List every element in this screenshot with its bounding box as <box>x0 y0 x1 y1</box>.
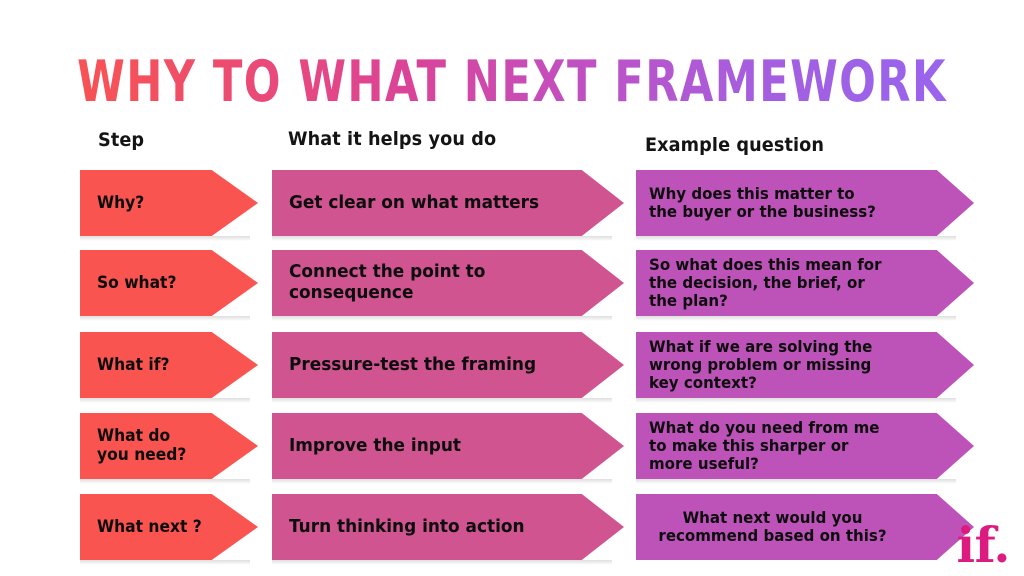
step-chevron-1[interactable]: Why? <box>80 170 258 236</box>
row-shadow <box>272 236 612 241</box>
step-chevron-5[interactable]: What next ? <box>80 494 258 560</box>
example-line-2: the buyer or the business? <box>649 202 876 221</box>
example-line-1: What next would you <box>682 507 863 527</box>
column-header-step: Step <box>98 129 145 151</box>
helps-chevron-5[interactable]: Turn thinking into action <box>272 494 624 560</box>
step-chevron-3[interactable]: What if? <box>80 332 258 398</box>
example-line-1: What if we are solving the <box>649 336 873 356</box>
step-label: What if? <box>97 354 170 374</box>
example-chevron-5[interactable]: What next would you recommend based on t… <box>636 494 974 560</box>
row-shadow <box>272 316 612 321</box>
column-header-example: Example question <box>645 134 825 156</box>
step-chevron-2[interactable]: So what? <box>80 250 258 316</box>
example-line-2: recommend based on this? <box>658 526 887 545</box>
step-label: What next ? <box>97 516 202 536</box>
row-shadow <box>272 479 612 484</box>
row-shadow <box>636 316 956 321</box>
example-chevron-1[interactable]: Why does this matter to the buyer or the… <box>636 170 974 236</box>
example-line-3: more useful? <box>649 454 759 474</box>
example-line-1: So what does this mean for <box>649 254 882 274</box>
example-line-3: key context? <box>649 373 757 393</box>
row-shadow <box>272 560 612 565</box>
example-chevron-2[interactable]: So what does this mean for the decision,… <box>636 250 974 316</box>
step-label: Why? <box>97 192 145 212</box>
example-chevron-3[interactable]: What if we are solving the wrong problem… <box>636 332 974 398</box>
row-shadow <box>80 316 250 321</box>
column-header-helps: What it helps you do <box>288 128 497 150</box>
example-label: What if we are solving the wrong problem… <box>649 336 873 393</box>
row-shadow <box>636 398 956 403</box>
helps-label: Connect the point to consequence <box>289 262 485 303</box>
example-line-2: the decision, the brief, or <box>649 272 865 292</box>
example-label: What next would you recommend based on t… <box>649 507 887 545</box>
step-line-2: you need? <box>97 445 187 464</box>
step-label: What do you need? <box>97 426 187 465</box>
page-title: WHY TO WHAT NEXT FRAMEWORK <box>41 52 983 113</box>
helps-line-1: Connect the point to <box>289 261 486 283</box>
step-chevron-4[interactable]: What do you need? <box>80 413 258 479</box>
helps-label: Improve the input <box>289 434 462 456</box>
example-line-2: to make this sharper or <box>649 435 849 455</box>
helps-label: Get clear on what matters <box>289 191 540 213</box>
row-shadow <box>636 236 956 241</box>
example-label: What do you need from me to make this sh… <box>649 417 880 474</box>
example-line-1: Why does this matter to <box>649 183 855 203</box>
step-label: So what? <box>97 272 177 292</box>
row-shadow <box>80 398 250 403</box>
helps-chevron-2[interactable]: Connect the point to consequence <box>272 250 624 316</box>
brand-logo: if. <box>956 516 1010 574</box>
helps-label: Pressure-test the framing <box>289 353 537 375</box>
row-shadow <box>80 236 250 241</box>
example-label: Why does this matter to the buyer or the… <box>649 183 876 221</box>
helps-chevron-4[interactable]: Improve the input <box>272 413 624 479</box>
example-chevron-4[interactable]: What do you need from me to make this sh… <box>636 413 974 479</box>
step-line-1: What do <box>97 426 171 446</box>
row-shadow <box>636 479 956 484</box>
example-label: So what does this mean for the decision,… <box>649 254 882 311</box>
example-line-2: wrong problem or missing <box>649 354 872 374</box>
helps-chevron-1[interactable]: Get clear on what matters <box>272 170 624 236</box>
example-line-1: What do you need from me <box>649 417 880 437</box>
row-shadow <box>272 398 612 403</box>
helps-line-2: consequence <box>289 282 414 303</box>
example-line-3: the plan? <box>649 291 728 311</box>
row-shadow <box>80 560 250 565</box>
helps-chevron-3[interactable]: Pressure-test the framing <box>272 332 624 398</box>
helps-label: Turn thinking into action <box>289 515 525 537</box>
row-shadow <box>80 479 250 484</box>
